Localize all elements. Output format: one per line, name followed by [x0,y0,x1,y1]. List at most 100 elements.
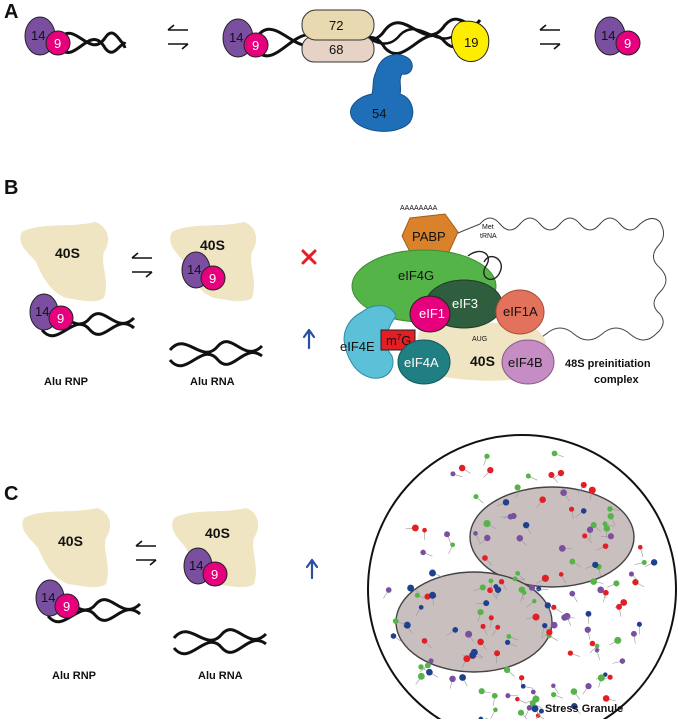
rna-helix-strand [174,630,266,641]
srp9-label: 9 [54,36,61,51]
granule-protein-particle [515,484,521,490]
alu-rnp: 40S 14 9 Alu RNP [22,508,140,682]
granule-protein-particle [484,535,490,541]
granule-protein-particle [477,639,484,646]
granule-protein-particle [631,631,637,637]
met-trna-label: Met [482,224,494,231]
granule-protein-particle [616,604,622,610]
granule-protein-particle [505,693,510,698]
granule-protein-particle [506,634,511,639]
granule-protein-particle [499,579,504,584]
granule-protein-particle [585,627,591,633]
granule-protein-particle [489,615,494,620]
granule-protein-particle [450,471,455,476]
granule-protein-particle [473,494,478,499]
equilibrium-arrows [540,25,560,49]
pabp-label: PABP [412,229,446,244]
alu-rna: 40S 14 9 Alu RNA [172,508,266,682]
granule-protein-particle [503,499,509,505]
equilibrium-arrows [132,253,152,277]
granule-protein-particle [484,454,489,459]
granule-protein-particle [523,522,529,528]
granule-protein-particle [459,674,466,681]
granule-protein-particle [426,669,433,676]
granule-protein-particle [420,550,425,555]
srp9-label: 9 [211,567,218,582]
srp14-label: 14 [601,28,615,43]
granule-protein-particle [532,696,539,703]
granule-protein-particle [444,531,450,537]
granule-protein-particle [548,472,554,478]
srp9-label: 9 [252,38,259,53]
alu-rna-label: Alu RNA [190,376,235,388]
granule-protein-particle [518,710,524,716]
srp54-label: 54 [372,106,386,121]
granule-protein-particle [526,474,531,479]
granule-protein-particle [529,585,535,591]
granule-protein-particle [597,587,604,594]
granule-protein-particle [449,676,456,683]
granule-protein-particle [613,580,619,586]
granule-protein-particle [419,605,424,610]
srp9-label: 9 [63,599,70,614]
granule-protein-particle [586,611,592,617]
granule-protein-particle [412,524,419,531]
granule-protein-particle [404,622,411,629]
granule-protein-particle [422,638,428,644]
granule-protein-particle [559,545,566,552]
granule-protein-particle [415,593,420,598]
eif4a-label: eIF4A [404,355,439,370]
mrna-strand [480,218,660,230]
eif3-label: eIF3 [452,296,478,311]
srp9-label: 9 [624,36,631,51]
granule-protein-particle [393,618,399,624]
ribosome-40s [20,222,108,301]
granule-protein-particle [551,605,556,610]
granule-protein-particle [532,599,536,603]
granule-protein-particle [581,482,587,488]
granule-protein-particle [595,644,600,649]
srp14-label: 14 [187,262,201,277]
mrna-strand [653,222,666,334]
alu-rna: 40S 14 9 Alu RNA [170,222,262,388]
granule-protein-particle [542,575,549,582]
granule-protein-particle [592,562,598,568]
complex-label: complex [594,374,640,386]
srp68-label: 68 [329,42,343,57]
granule-protein-particle [482,555,488,561]
granule-protein-particle [581,508,587,514]
ribosome-label: 40S [200,237,225,253]
met-trna-label: tRNA [480,233,497,240]
granule-protein-particle [477,609,483,615]
rna-helix-strand [174,641,266,654]
granule-protein-particle [569,591,575,597]
granule-protein-particle [428,658,433,663]
alu-rnp-label: Alu RNP [44,376,88,388]
granule-protein-particle [568,650,573,655]
eif1-label: eIF1 [419,306,445,321]
complex-label: 48S preinitiation [565,358,651,370]
panel-a-left-complex: 14 9 [25,17,125,55]
granule-protein-particle [608,675,613,680]
panel-a-srp-complex: 14 9 72 68 19 54 [223,10,489,131]
panel-a: A 14 9 14 9 72 68 [4,1,640,131]
granule-protein-particle [582,533,587,538]
eif4g-label: eIF4G [398,268,434,283]
granule-label: Stress Granule [545,703,623,715]
panel-c: C 40S 14 9 Alu RNP 40S 14 9 [4,435,676,719]
granule-protein-particle [459,465,466,472]
rna-helix-strand [170,353,262,366]
granule-protein-particle [473,531,478,536]
panel-a-free-srp9-14: 14 9 [595,17,640,55]
granule-protein-particle [483,600,489,606]
granule-protein-particle [422,528,427,533]
granule-protein-particle [608,513,614,519]
granule-protein-particle [539,709,544,714]
granule-protein-particle [531,705,538,712]
granule-protein-particle [604,525,611,532]
granule-protein-particle [551,622,558,629]
granule-protein-particle [465,631,472,638]
granule-protein-particle [487,467,493,473]
granule-protein-particle [425,663,431,669]
polya-tail-label: AAAAAAAA [400,205,438,212]
